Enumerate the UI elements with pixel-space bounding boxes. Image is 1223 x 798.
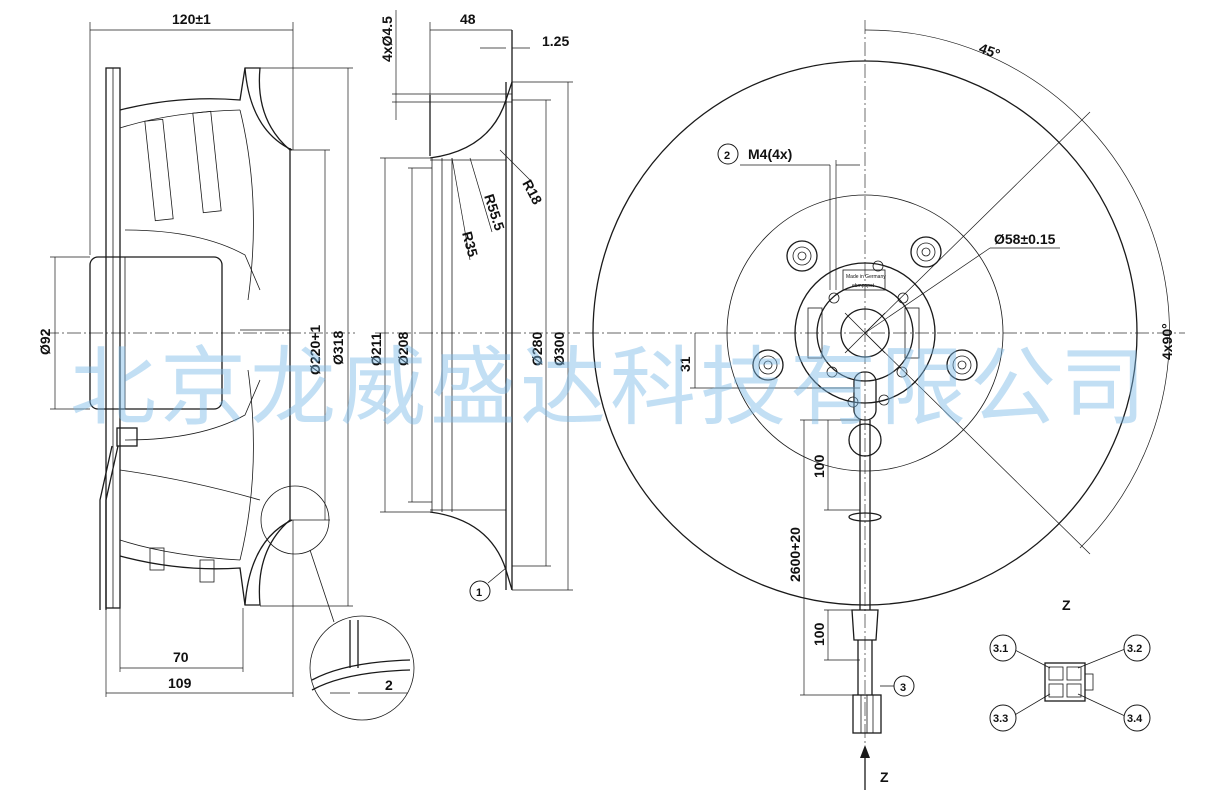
dim-d92: Ø92 xyxy=(37,328,53,355)
dim-125: 1.25 xyxy=(542,33,569,49)
view-z-bottom: Z xyxy=(880,769,889,785)
dim-r18: R18 xyxy=(519,177,545,207)
front-view: Made in Germany ebmpapst 45° 4x90° Ø58±0… xyxy=(585,20,1185,790)
callout-3-3: 3.3 xyxy=(993,713,1008,725)
dim-120: 120±1 xyxy=(172,11,211,27)
dim-d300: Ø300 xyxy=(551,332,567,366)
dim-70: 70 xyxy=(173,649,189,665)
side-view: 2 120±1 Ø92 Ø220+1 Ø318 70 109 xyxy=(37,11,415,721)
dim-45: 45° xyxy=(977,40,1002,62)
plate-brand: ebmpapst xyxy=(852,283,875,289)
view-z-top: Z xyxy=(1062,597,1071,613)
dim-r35: R35 xyxy=(459,230,481,259)
callout-3-4: 3.4 xyxy=(1127,713,1143,725)
dim-109: 109 xyxy=(168,675,192,691)
dim-100b: 100 xyxy=(811,622,827,646)
dim-4x90: 4x90° xyxy=(1159,323,1175,360)
dim-d220: Ø220+1 xyxy=(307,325,323,375)
callout-1: 1 xyxy=(476,587,482,599)
dim-hole: 4xØ4.5 xyxy=(379,16,395,62)
dim-d280: Ø280 xyxy=(529,332,545,366)
dim-2: 2 xyxy=(385,677,393,693)
callout-3: 3 xyxy=(900,682,906,694)
dim-d211: Ø211 xyxy=(368,332,384,366)
dim-m4: M4(4x) xyxy=(748,146,792,162)
dim-d58: Ø58±0.15 xyxy=(994,231,1056,247)
dim-r555: R55.5 xyxy=(481,192,508,233)
nozzle-section: 48 1.25 4xØ4.5 R18 R55.5 R35 Ø211 Ø208 Ø… xyxy=(368,10,580,602)
dim-100a: 100 xyxy=(811,454,827,478)
dim-d318: Ø318 xyxy=(330,331,346,365)
connector-detail: Z 3.1 3.2 3.3 3.4 xyxy=(989,597,1151,732)
callout-3-2: 3.2 xyxy=(1127,643,1142,655)
dim-d208: Ø208 xyxy=(395,332,411,366)
dim-2600: 2600+20 xyxy=(787,527,803,582)
dim-31: 31 xyxy=(677,356,693,372)
plate-made-in: Made in Germany xyxy=(846,274,886,280)
dim-48: 48 xyxy=(460,11,476,27)
callout-3-1: 3.1 xyxy=(993,643,1008,655)
callout-2: 2 xyxy=(724,150,730,162)
